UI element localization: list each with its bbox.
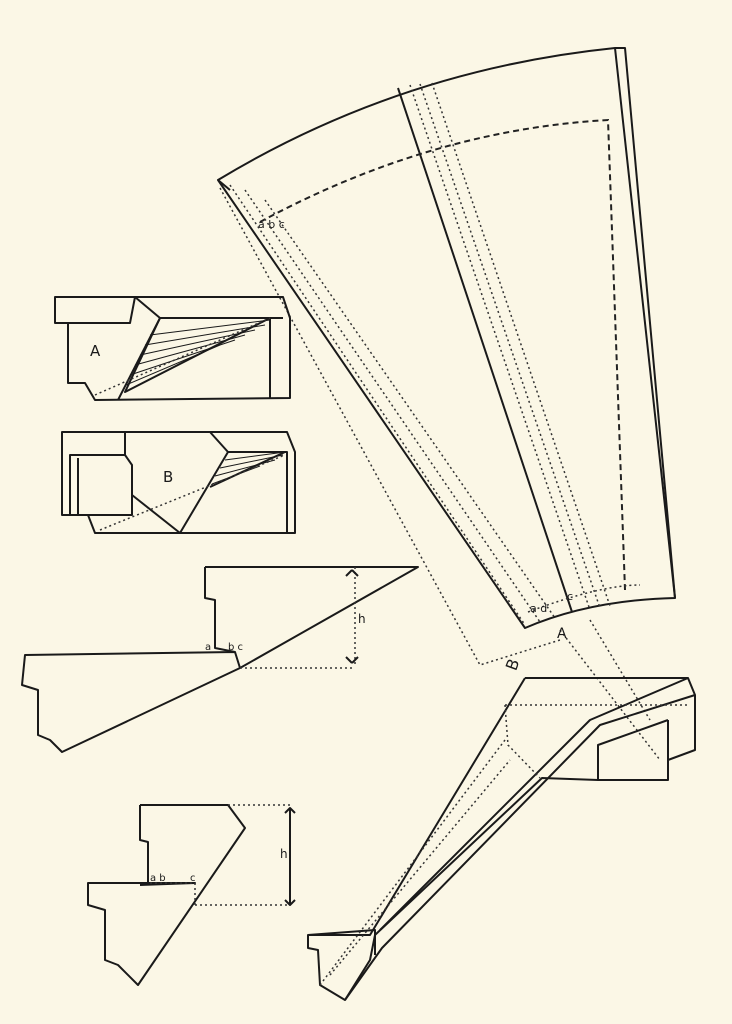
winder-plan-fan [217,47,676,761]
block-a [54,296,291,401]
block-a-label: A [90,342,101,360]
profile2-label-h: h [280,847,288,861]
profile1-label-h: h [358,612,366,626]
fan-label-abc: a b c [258,218,285,231]
fan-bottom-label-c: c [567,590,573,603]
fan-bottom-label-a: A [557,626,567,642]
step-profile-lower [87,804,296,986]
profile1-label-bc: b c [228,642,243,653]
profile1-label-a: a [205,642,211,653]
step-profile-upper [21,566,419,753]
winder-stair-3d [307,677,696,1001]
block-a-hatching [124,317,271,393]
block-b [61,431,296,534]
fan-bottom-label-ad: a d [530,602,547,615]
block-b-label: B [163,468,173,486]
profile2-label-ab: a b [150,873,166,884]
profile2-label-c: c [190,873,196,884]
fan-bottom-label-b: B [502,656,524,673]
